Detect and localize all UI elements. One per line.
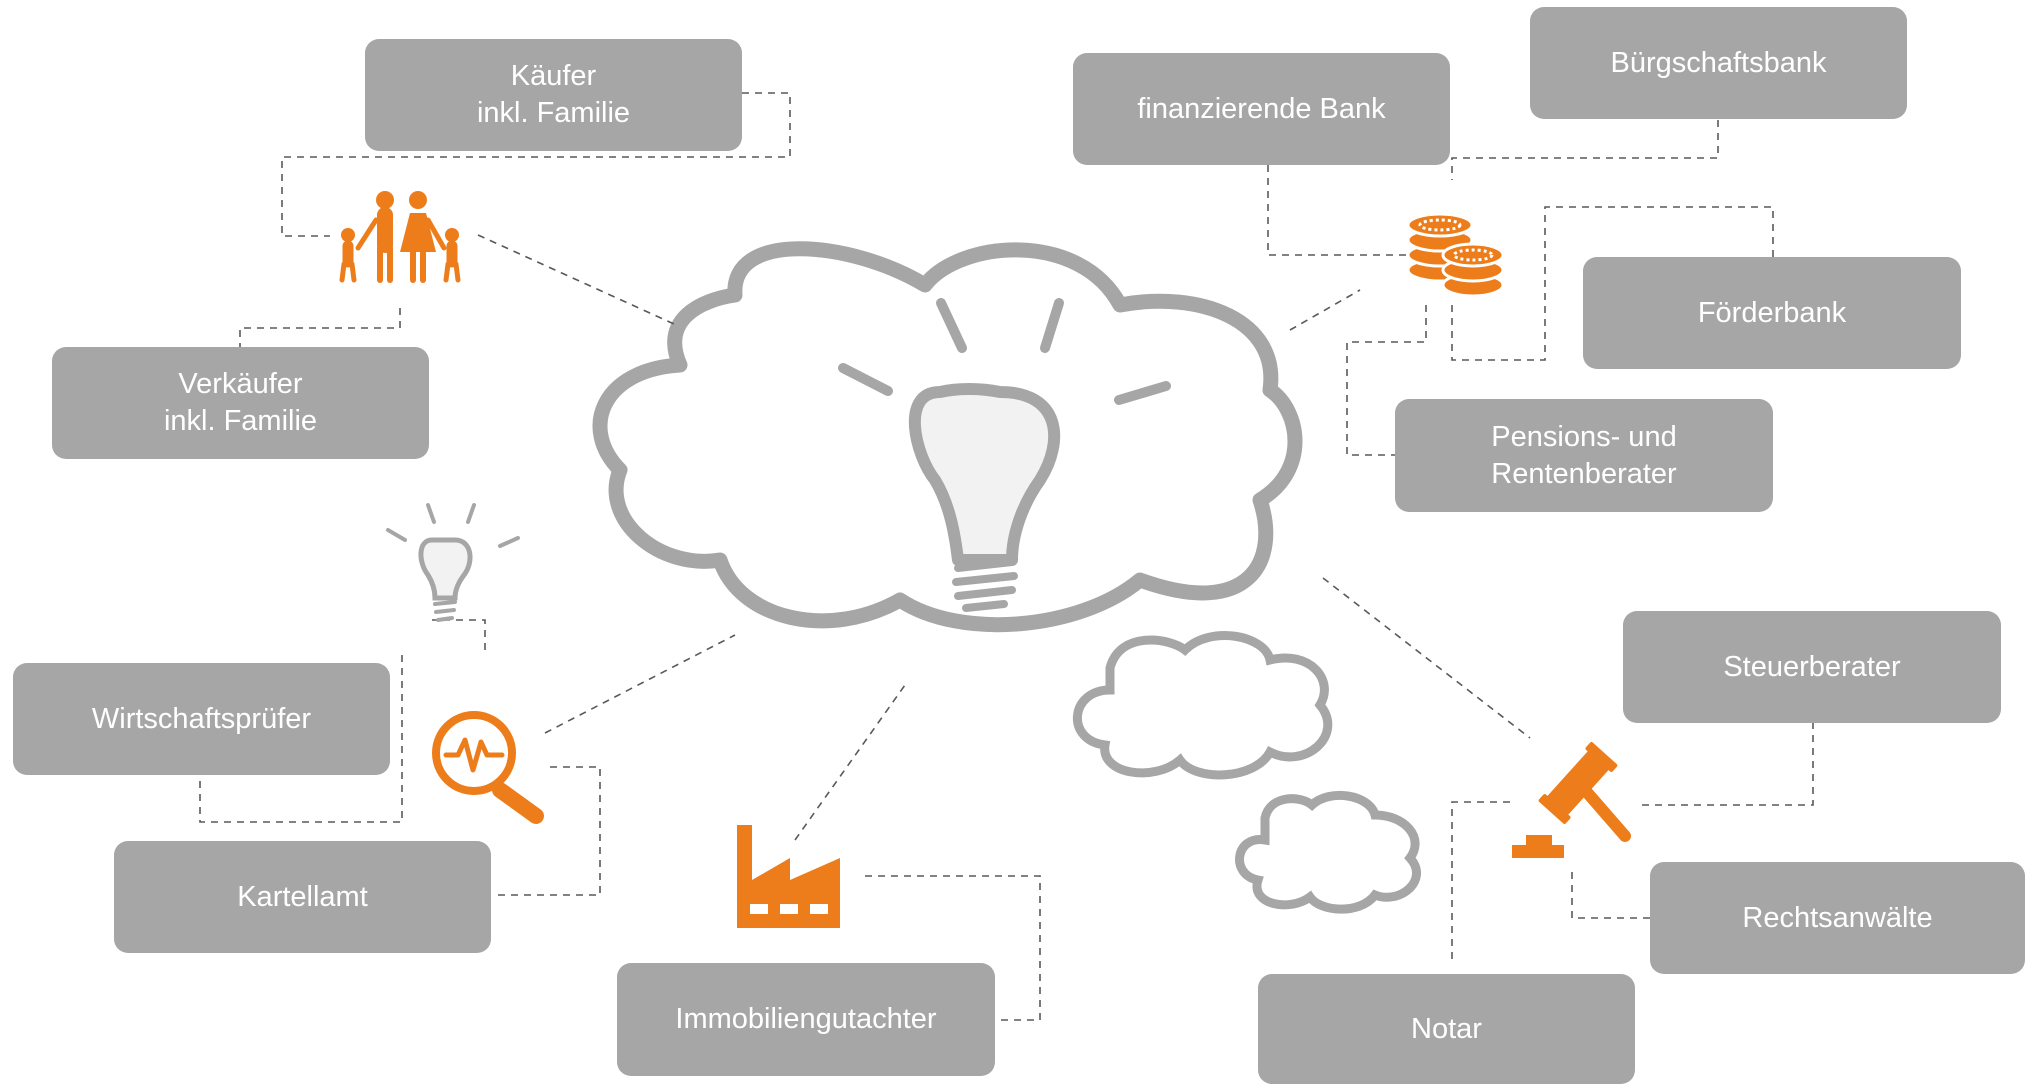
stakeholder-label-verkaeufer: Verkäufer inkl. Familie <box>163 368 318 437</box>
stakeholder-box-kartellamt: Kartellamt <box>114 841 491 953</box>
connector-wirtschaftspruefer <box>199 655 403 823</box>
connector-rechtsanwaelte <box>1571 872 1650 919</box>
stakeholder-box-kaeufer: Käufer inkl. Familie <box>365 39 742 151</box>
connector-bank <box>1267 165 1410 256</box>
connector-family-center <box>477 234 675 325</box>
connector-immobiliengutachter <box>865 875 1041 1021</box>
stakeholder-label-finanzierende-bank: finanzierende Bank <box>1137 92 1386 125</box>
family-icon <box>339 191 461 283</box>
connector-coins-center <box>1289 289 1361 331</box>
stakeholder-label-foerderbank: Förderbank <box>1697 296 1847 329</box>
stakeholder-label-steuerberater: Steuerberater <box>1723 650 1901 683</box>
central-lightbulb-icon <box>838 298 1171 612</box>
factory-icon <box>737 825 840 928</box>
connector-notar <box>1451 801 1510 965</box>
gavel-icon <box>1512 742 1631 858</box>
connector-foerderbank <box>1451 206 1774 361</box>
small-cloud-lower <box>1235 790 1421 914</box>
stakeholder-box-steuerberater: Steuerberater <box>1623 611 2001 723</box>
stakeholder-label-notar: Notar <box>1411 1012 1482 1045</box>
stakeholder-box-foerderbank: Förderbank <box>1583 257 1961 369</box>
stakeholder-label-pensionsberater: Pensions- und Rentenberater <box>1491 420 1677 490</box>
stakeholder-label-rechtsanwaelte: Rechtsanwälte <box>1742 901 1933 934</box>
stakeholder-box-finanzierende-bank: finanzierende Bank <box>1073 53 1450 165</box>
stakeholder-box-notar: Notar <box>1258 974 1635 1084</box>
connector-steuerberater <box>1642 722 1814 806</box>
lightbulb-icon <box>386 503 520 622</box>
stakeholder-box-pensionsberater: Pensions- und Rentenberater <box>1395 399 1773 512</box>
stakeholder-box-wirtschaftspruefer: Wirtschaftsprüfer <box>13 663 390 775</box>
connectors <box>199 92 1814 1021</box>
stakeholder-box-verkaeufer: Verkäufer inkl. Familie <box>52 347 429 459</box>
stakeholder-box-immobiliengutachter: Immobiliengutachter <box>617 963 995 1076</box>
connector-gavel-center <box>1322 577 1531 739</box>
connector-factory-center <box>794 684 906 841</box>
connector-buergschaftsbank <box>1451 120 1719 180</box>
connector-kaeufer <box>281 92 791 237</box>
coins-icon <box>1406 212 1505 298</box>
magnifier-chart-icon <box>432 711 544 824</box>
small-cloud-upper <box>1073 631 1333 780</box>
connector-magnifier-center <box>544 634 736 734</box>
stakeholder-label-kartellamt: Kartellamt <box>237 880 368 913</box>
connector-bulb-magnifier <box>432 619 486 650</box>
connector-verkaeufer <box>239 308 401 347</box>
stakeholder-label-immobiliengutachter: Immobiliengutachter <box>675 1003 937 1035</box>
stakeholder-label-wirtschaftspruefer: Wirtschaftsprüfer <box>91 702 312 735</box>
stakeholder-box-rechtsanwaelte: Rechtsanwälte <box>1650 862 2025 974</box>
stakeholder-label-buergschaftsbank: Bürgschaftsbank <box>1610 46 1827 79</box>
stakeholder-label-kaeufer: Käufer inkl. Familie <box>476 60 631 129</box>
stakeholder-box-buergschaftsbank: Bürgschaftsbank <box>1530 7 1907 119</box>
